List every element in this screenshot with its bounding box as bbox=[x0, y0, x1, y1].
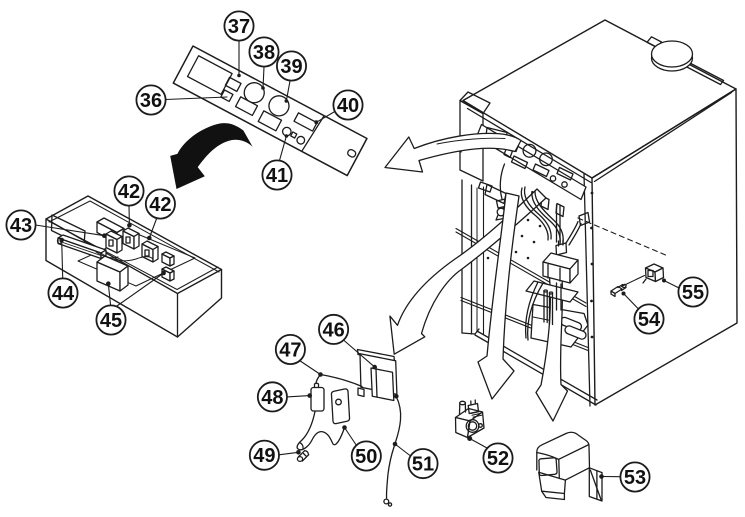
svg-text:53: 53 bbox=[624, 467, 646, 489]
svg-text:44: 44 bbox=[52, 283, 75, 305]
svg-text:40: 40 bbox=[337, 95, 359, 117]
svg-text:45: 45 bbox=[100, 310, 122, 332]
svg-text:48: 48 bbox=[261, 387, 283, 409]
svg-text:36: 36 bbox=[140, 90, 162, 112]
svg-text:38: 38 bbox=[253, 42, 275, 64]
svg-text:42: 42 bbox=[118, 181, 140, 203]
svg-text:37: 37 bbox=[228, 16, 250, 38]
svg-text:50: 50 bbox=[355, 446, 377, 468]
svg-text:46: 46 bbox=[322, 319, 344, 341]
svg-text:54: 54 bbox=[638, 309, 661, 331]
svg-text:39: 39 bbox=[280, 56, 302, 78]
svg-text:42: 42 bbox=[149, 194, 171, 216]
svg-text:41: 41 bbox=[266, 165, 288, 187]
svg-text:51: 51 bbox=[412, 454, 434, 476]
svg-text:49: 49 bbox=[253, 445, 275, 467]
svg-text:47: 47 bbox=[279, 340, 301, 362]
svg-text:55: 55 bbox=[682, 282, 704, 304]
svg-text:43: 43 bbox=[10, 215, 32, 237]
svg-text:52: 52 bbox=[487, 448, 509, 470]
